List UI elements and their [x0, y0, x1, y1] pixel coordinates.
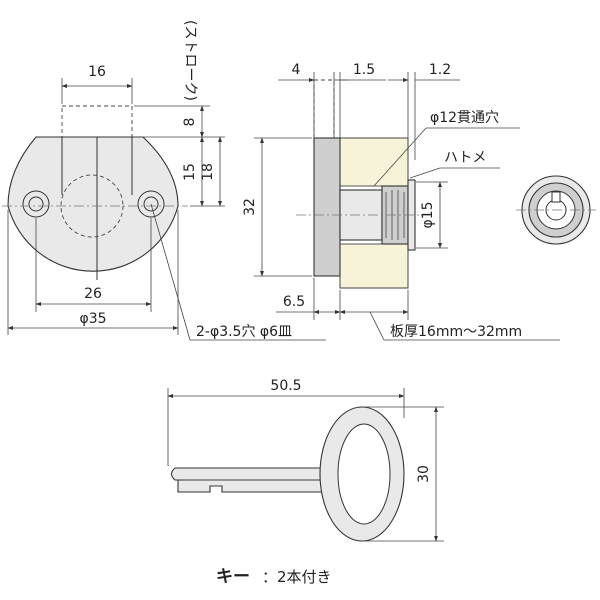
key-drawing: 50.5 30	[167, 378, 444, 542]
side-view: 4 1.5 1.2 φ12貫通穴 ハトメ	[242, 62, 560, 341]
board-thickness-label: 板厚16mm～32mm	[390, 324, 522, 340]
bolt-stroke-outline	[61, 105, 133, 138]
lock-plate-side	[313, 137, 341, 277]
dim-32-label: 32	[242, 198, 258, 216]
dim-1-5-label: 1.5	[353, 62, 375, 78]
cylinder-face-view	[516, 175, 596, 245]
screw-hole-right-inner	[143, 196, 159, 212]
key-shaft	[170, 467, 331, 481]
dim-1-2-label: 1.2	[429, 62, 451, 78]
grommet-leader	[409, 167, 441, 179]
board-leader	[369, 311, 385, 341]
through-hole-leader	[373, 127, 427, 187]
key-bow-hole	[337, 423, 391, 525]
dim-8-label: 8	[182, 118, 198, 127]
grommet-label: ハトメ	[444, 150, 486, 166]
caption-label: キー	[216, 567, 250, 587]
through-hole-label: φ12貫通穴	[430, 110, 499, 126]
key-bit	[177, 479, 331, 493]
bolt-stroke-side	[313, 79, 335, 139]
caption-value: ：2本付き	[262, 568, 332, 586]
dim-18-label: 18	[200, 163, 216, 181]
screw-hole-left-inner	[28, 196, 44, 212]
lock-body-front	[7, 136, 179, 272]
dim-16-label: 16	[88, 64, 106, 80]
dim-phi35-label: φ35	[79, 311, 106, 327]
dim-phi15-label: φ15	[420, 201, 436, 228]
dim-30-label: 30	[416, 465, 432, 483]
key-caption: キー ：2本付き	[216, 567, 332, 587]
dim-26-label: 26	[84, 286, 102, 302]
keyway-slot	[551, 191, 561, 203]
screw-hole-left	[22, 190, 50, 218]
holes-leader	[150, 203, 191, 341]
dim-6-5-label: 6.5	[283, 294, 305, 310]
stroke-label: (ストローク)	[182, 20, 198, 101]
front-view: 16 (ストローク) 8 15 18 26 φ35 2-φ3.5穴 φ6皿	[2, 20, 326, 341]
holes-spec-label: 2-φ3.5穴 φ6皿	[196, 324, 292, 340]
dim-15-label: 15	[182, 163, 198, 181]
dim-50-5-label: 50.5	[270, 378, 301, 394]
dim-4-label: 4	[292, 62, 301, 78]
screw-hole-right	[137, 190, 165, 218]
